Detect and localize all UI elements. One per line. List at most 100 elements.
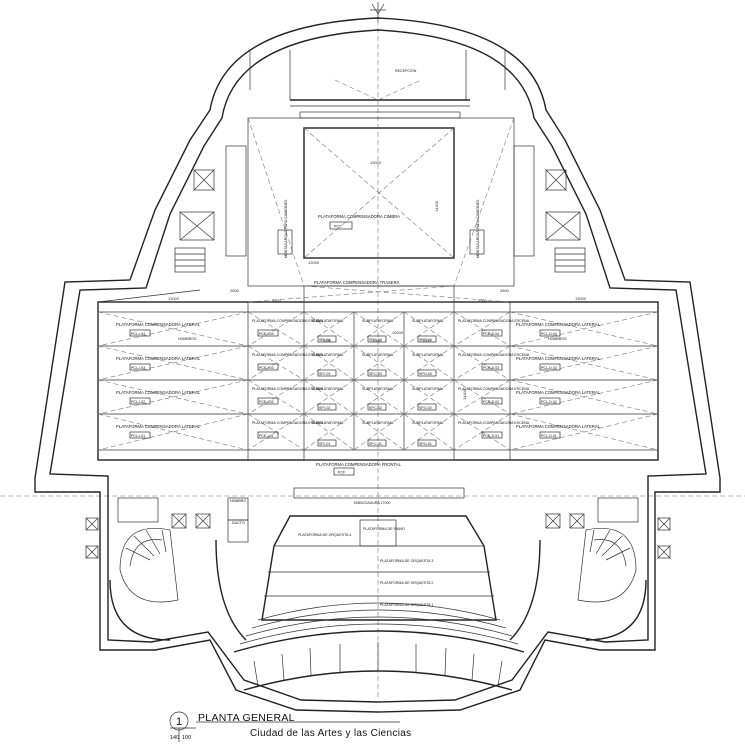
svg-text:PLATAFORMA COMPENSADORA LATERA: PLATAFORMA COMPENSADORA LATERAL — [516, 356, 601, 361]
svg-text:PCL-I.04: PCL-I.04 — [131, 332, 145, 336]
svg-text:SP.I.04: SP.I.04 — [319, 338, 330, 342]
ducto-label: DUCTO — [232, 521, 245, 525]
right-freight-lift-label: MONTACARGAS PARA CAMIONES — [476, 199, 480, 258]
right-elevator-tower — [513, 145, 586, 273]
svg-text:PLATAFORMA COMPENSADORA LATERA: PLATAFORMA COMPENSADORA LATERAL — [116, 356, 201, 361]
svg-text:PCE-D.04: PCE-D.04 — [483, 332, 499, 336]
left-elevator-tower — [174, 145, 247, 273]
north-arrow-icon — [370, 2, 386, 22]
svg-text:SP.C.02: SP.C.02 — [369, 406, 382, 410]
drawing-subtitle: Ciudad de las Artes y las Ciencias — [250, 728, 411, 739]
svg-text:SP.D.02: SP.D.02 — [419, 406, 432, 410]
svg-text:14400: 14400 — [462, 388, 467, 400]
left-spiral-stair — [109, 528, 179, 641]
drawing-title: PLANTA GENERAL — [198, 712, 295, 724]
hombro-small-label: HOMBRO — [230, 499, 246, 503]
svg-text:SUBPLATAFORMA: SUBPLATAFORMA — [362, 353, 394, 357]
svg-text:SUBPLATAFORMA: SUBPLATAFORMA — [362, 421, 394, 425]
svg-text:PCE-D.02: PCE-D.02 — [483, 400, 499, 404]
svg-text:10000: 10000 — [392, 330, 404, 335]
svg-text:SP.D.04: SP.D.04 — [419, 338, 432, 342]
svg-text:SP.C.03: SP.C.03 — [369, 372, 382, 376]
svg-text:SUBPLATAFORMA: SUBPLATAFORMA — [412, 421, 444, 425]
svg-text:PLATAFORMA COMPENSADORA LATERA: PLATAFORMA COMPENSADORA LATERAL — [516, 322, 601, 327]
left-freight-lift-label: MONTACARGAS PARA CAMIONES — [284, 199, 288, 258]
reception-label: RECEPCION — [395, 69, 417, 73]
orchestra-4-label: PLATAFORMA DE ORQUESTA 4 — [298, 533, 351, 537]
svg-text:PCE-D.01: PCE-D.01 — [483, 434, 499, 438]
building-outline — [34, 17, 721, 713]
svg-text:SP.I.03: SP.I.03 — [319, 372, 330, 376]
pcf-title: PLATAFORMA COMPENSADORA FRONTAL — [316, 462, 402, 467]
right-freight-lift — [469, 229, 485, 255]
left-freight-lift — [277, 229, 293, 255]
pcf-tag: PCF — [338, 471, 346, 475]
svg-text:PCL-D.04: PCL-D.04 — [541, 332, 557, 336]
right-lateral-labels: PLATAFORMA COMPENSADORA LATERAL PLATAFOR… — [516, 322, 601, 439]
svg-text:SUBPLATAFORMA: SUBPLATAFORMA — [412, 387, 444, 391]
lower-left-block — [85, 497, 249, 641]
orchestra-3-label: PLATAFORMA DE ORQUESTA 3 — [380, 559, 433, 563]
svg-text:PCL-I.03: PCL-I.03 — [131, 366, 145, 370]
pcc-title: PLATAFORMA COMPENSADORA CIMBRA — [318, 214, 400, 219]
svg-text:PCL-D.03: PCL-D.03 — [541, 366, 557, 370]
svg-text:SUBPLATAFORMA: SUBPLATAFORMA — [312, 319, 344, 323]
svg-text:13000: 13000 — [308, 260, 320, 265]
right-escena-labels: PLATAFORMA COMPENSADORA ESCENA PLATAFORM… — [458, 319, 530, 439]
orchestra-1-label: PLATAFORMA DE ORQUESTA 1 — [380, 603, 433, 607]
svg-text:3000: 3000 — [322, 338, 332, 343]
svg-text:PLATAFORMA COMPENSADORA ESCENA: PLATAFORMA COMPENSADORA ESCENA — [458, 387, 530, 391]
svg-text:SUBPLATAFORMA: SUBPLATAFORMA — [412, 353, 444, 357]
dimension-labels: 13000 13000 2600 5500 5500 2600 13000 10… — [168, 160, 587, 400]
svg-text:PLATAFORMA COMPENSADORA ESCENA: PLATAFORMA COMPENSADORA ESCENA — [458, 319, 530, 323]
left-escena-labels: PLATAFORMA COMPENSADORA ESCENA PLATAFORM… — [252, 319, 324, 439]
right-spiral-stair — [577, 528, 647, 641]
svg-text:3000: 3000 — [422, 338, 432, 343]
svg-text:SP.C.01: SP.C.01 — [369, 442, 382, 446]
svg-text:PCE-I.03: PCE-I.03 — [259, 366, 274, 370]
svg-text:SUBPLATAFORMA: SUBPLATAFORMA — [312, 387, 344, 391]
pct-label: PLATAFORMA COMPENSADORA TRASERA — [314, 280, 400, 285]
drawing-number: 1 — [176, 716, 182, 728]
orchestra-2-label: PLATAFORMA DE ORQUESTA 2 — [380, 581, 433, 585]
svg-text:SP.D.03: SP.D.03 — [419, 372, 432, 376]
svg-text:PLATAFORMA COMPENSADORA LATERA: PLATAFORMA COMPENSADORA LATERAL — [516, 390, 601, 395]
svg-text:SP.I.01: SP.I.01 — [319, 442, 330, 446]
svg-text:PLATAFORMA COMPENSADORA ESCENA: PLATAFORMA COMPENSADORA ESCENA — [252, 421, 324, 425]
svg-text:PCE-D.03: PCE-D.03 — [483, 366, 499, 370]
svg-text:SUBPLATAFORMA: SUBPLATAFORMA — [362, 387, 394, 391]
svg-text:SUBPLATAFORMA: SUBPLATAFORMA — [312, 421, 344, 425]
svg-text:SUBPLATAFORMA: SUBPLATAFORMA — [412, 319, 444, 323]
svg-text:SUBPLATAFORMA: SUBPLATAFORMA — [312, 353, 344, 357]
svg-text:SUBPLATAFORMA: SUBPLATAFORMA — [362, 319, 394, 323]
hombros-left-label: HOMBROS — [178, 337, 197, 341]
svg-text:PLATAFORMA COMPENSADORA ESCENA: PLATAFORMA COMPENSADORA ESCENA — [458, 353, 530, 357]
svg-text:SP.D.01: SP.D.01 — [419, 442, 432, 446]
svg-text:PLATAFORMA COMPENSADORA ESCENA: PLATAFORMA COMPENSADORA ESCENA — [252, 387, 324, 391]
svg-text:13000: 13000 — [370, 160, 382, 165]
rear-stage-area — [247, 50, 515, 287]
piano-label: PLATAFORMA DE PIANO — [363, 527, 405, 531]
svg-text:PLATAFORMA COMPENSADORA ESCENA: PLATAFORMA COMPENSADORA ESCENA — [252, 319, 324, 323]
svg-text:PCL-I.02: PCL-I.02 — [131, 400, 145, 404]
svg-text:PCL-D.02: PCL-D.02 — [541, 400, 557, 404]
subplatform-labels: SUBPLATAFORMA SUBPLATAFORMA SUBPLATAFORM… — [312, 319, 444, 447]
svg-text:PLATAFORMA COMPENSADORA LATERA: PLATAFORMA COMPENSADORA LATERAL — [116, 424, 201, 429]
svg-text:14400: 14400 — [434, 200, 439, 212]
svg-text:3000: 3000 — [372, 338, 382, 343]
left-lateral-labels: PLATAFORMA COMPENSADORA LATERAL PLATAFOR… — [116, 322, 201, 439]
svg-text:PLATAFORMA COMPENSADORA LATERA: PLATAFORMA COMPENSADORA LATERAL — [116, 322, 201, 327]
svg-text:5500: 5500 — [272, 298, 282, 303]
scale-right: 100 — [182, 735, 191, 741]
svg-text:13000: 13000 — [168, 296, 180, 301]
svg-text:PLATAFORMA COMPENSADORA LATERA: PLATAFORMA COMPENSADORA LATERAL — [516, 424, 601, 429]
svg-text:PLATAFORMA COMPENSADORA ESCENA: PLATAFORMA COMPENSADORA ESCENA — [252, 353, 324, 357]
lower-right-block — [509, 497, 671, 641]
orchestra-pit — [233, 487, 525, 691]
svg-text:PCL-D.01: PCL-D.01 — [541, 434, 557, 438]
scale-left: 140 — [170, 735, 179, 741]
svg-text:2600: 2600 — [230, 288, 240, 293]
svg-text:PLATAFORMA COMPENSADORA LATERA: PLATAFORMA COMPENSADORA LATERAL — [116, 390, 201, 395]
svg-text:2600: 2600 — [500, 288, 510, 293]
